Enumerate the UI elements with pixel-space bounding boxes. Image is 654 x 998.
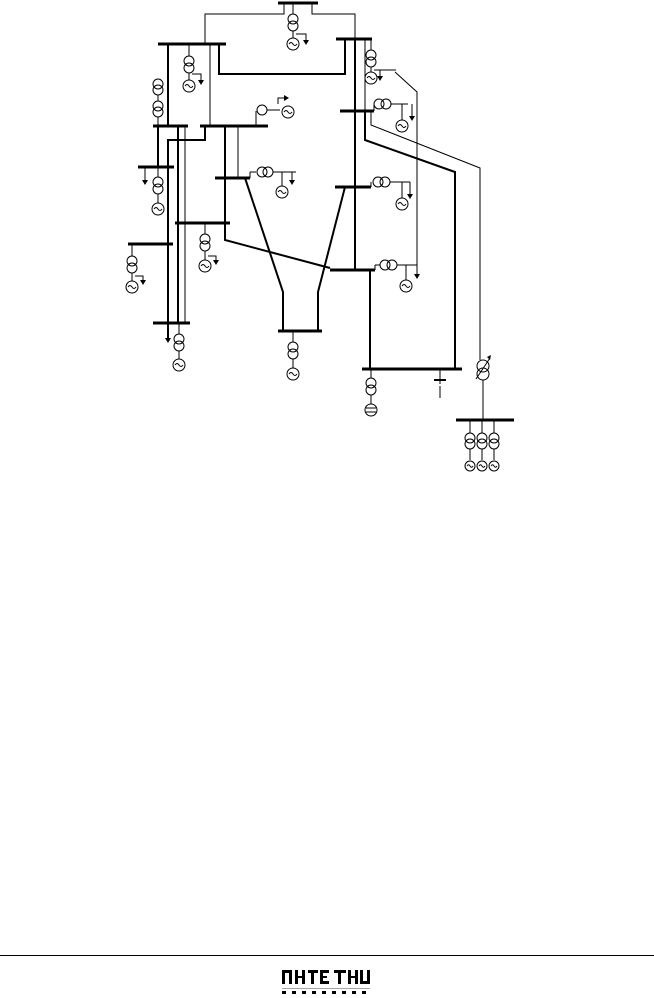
- generator-icon: [281, 105, 295, 119]
- generator-unit-center-c: [198, 223, 219, 273]
- transformer-icon: [476, 359, 490, 373]
- generator-unit-left-a: [152, 78, 164, 126]
- phase-shifting-transformer: [475, 355, 491, 381]
- generator-icon: [395, 119, 409, 133]
- storage-icon: [364, 403, 378, 417]
- footer-rule: [0, 955, 654, 956]
- generator-icon: [151, 202, 165, 216]
- generator-unit-far-right-2: [476, 420, 488, 472]
- generator-icon: [172, 358, 186, 372]
- generator-icon: [488, 460, 500, 472]
- generator-units: [125, 3, 500, 472]
- generator-unit-lower-left: [165, 323, 186, 372]
- generator-unit-lower-right: [364, 369, 378, 417]
- generator-icon: [275, 185, 289, 199]
- generator-icon: [364, 71, 378, 85]
- generator-icon: [182, 79, 196, 93]
- generator-unit-right-c: [374, 259, 420, 293]
- generator-icon: [198, 259, 212, 273]
- power-system-one-line-diagram: [125, 1, 514, 472]
- publisher-logo: [282, 970, 370, 994]
- generator-unit-center-b: [249, 166, 296, 199]
- line-top-to-upper-right: [311, 3, 356, 39]
- load-arrow: [296, 33, 307, 42]
- line-upper-left-to-upper-right: [218, 39, 346, 75]
- generator-unit-right-b: [370, 176, 413, 211]
- generator-icon: [286, 37, 300, 51]
- line-center-b-to-lower-center: [244, 177, 284, 331]
- generator-units-far-right: [464, 420, 500, 472]
- generator-icon: [286, 367, 300, 381]
- line-ur-load-route: [394, 71, 418, 276]
- line-top-to-upper-left: [204, 3, 285, 44]
- generator-unit-center-a: [255, 95, 295, 126]
- generator-icon: [476, 460, 488, 472]
- generator-icon: [464, 460, 476, 472]
- generator-unit-far-right-1: [464, 420, 476, 472]
- transmission-lines: [157, 3, 484, 420]
- generator-unit-lower-center: [286, 331, 300, 381]
- line-center-a-to-left-b: [167, 126, 206, 340]
- generator-unit-right-a: [373, 98, 415, 133]
- generator-unit-top: [286, 3, 309, 51]
- line-right-b-to-lower-center: [317, 186, 346, 331]
- generator-icon: [125, 280, 139, 294]
- line-right-a-to-lower-right: [364, 111, 456, 369]
- line-center-a-to-right-c: [224, 126, 331, 269]
- generator-unit-upper-left: [182, 44, 204, 93]
- generator-icon: [399, 279, 413, 293]
- generator-unit-far-left: [125, 244, 146, 294]
- generator-icon: [395, 197, 409, 211]
- generator-unit-left-b: [142, 167, 165, 216]
- line-right-a-to-transformer: [370, 111, 481, 360]
- buses: [128, 1, 514, 422]
- generator-unit-far-right-3: [488, 420, 500, 472]
- generator-unit-upper-right: [364, 39, 396, 85]
